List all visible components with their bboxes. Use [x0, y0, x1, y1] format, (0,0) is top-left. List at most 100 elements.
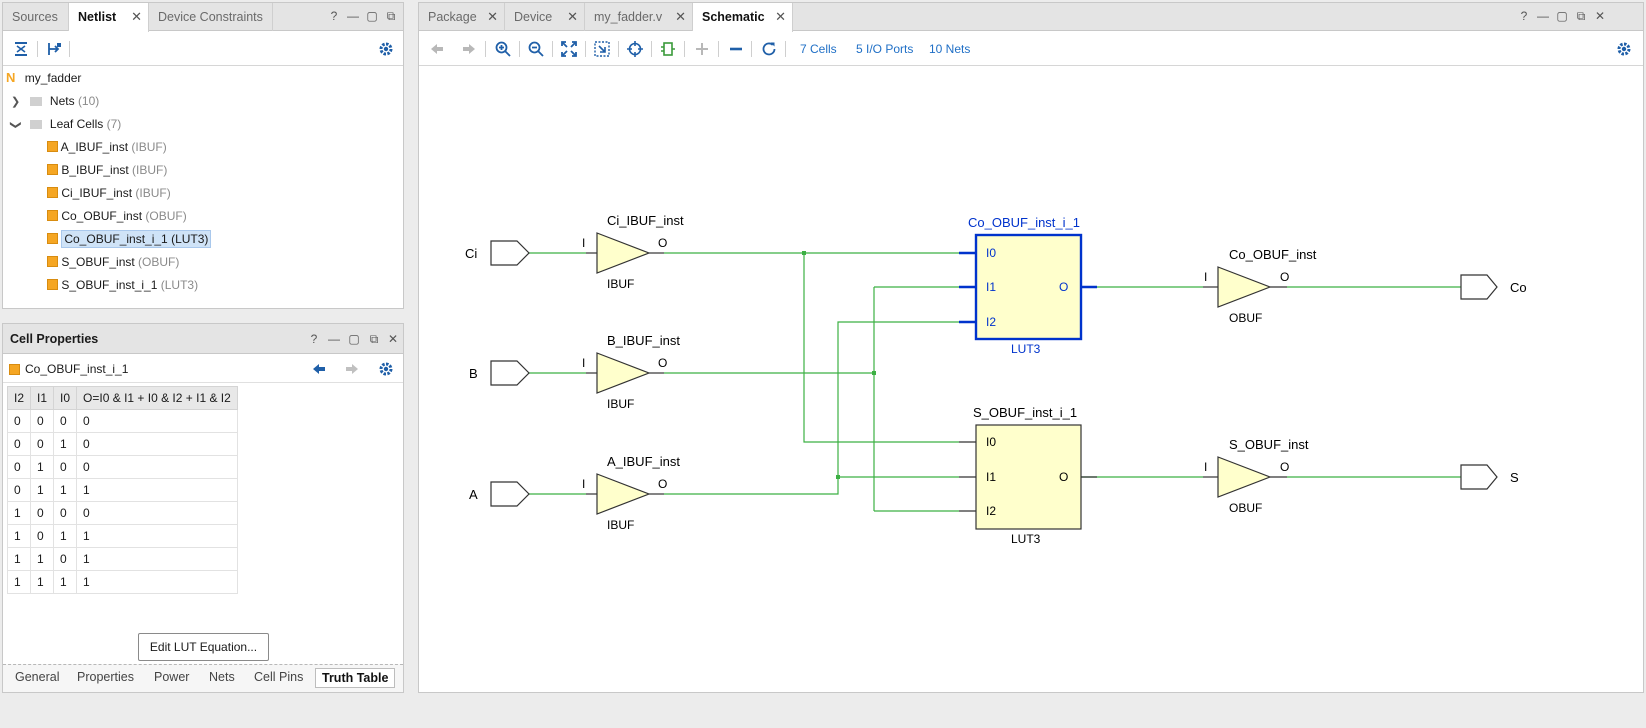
input-port-a[interactable]: A [469, 481, 530, 507]
minus-icon[interactable] [727, 40, 745, 58]
maximize-icon[interactable]: ▢ [348, 332, 360, 346]
expand-selection-icon[interactable] [45, 40, 63, 58]
column-header-i0[interactable]: I0 [53, 386, 78, 410]
pin-label: I [582, 477, 585, 491]
zoom-out-icon[interactable] [527, 40, 545, 58]
column-header-i2[interactable]: I2 [6, 386, 32, 410]
output-port-s[interactable]: S [1460, 464, 1519, 490]
forward-arrow-icon[interactable] [344, 361, 360, 377]
zoom-in-icon[interactable] [494, 40, 512, 58]
float-icon[interactable]: ⧉ [369, 332, 379, 346]
cells-count-link[interactable]: 7 Cells [800, 42, 837, 56]
tab-power[interactable]: Power [154, 670, 190, 684]
close-icon[interactable]: ✕ [387, 332, 399, 346]
close-icon[interactable]: ✕ [567, 9, 578, 24]
tab-netlist[interactable]: Netlist✕ [69, 3, 149, 32]
gear-icon[interactable] [377, 360, 395, 378]
minimize-icon[interactable]: — [347, 9, 359, 23]
input-port-b[interactable]: B [469, 360, 530, 386]
chevron-right-icon[interactable]: ❯ [11, 96, 21, 108]
tree-root[interactable]: N my_fadder [6, 67, 81, 89]
help-icon[interactable]: ? [310, 332, 318, 346]
tree-item-leaf-cells[interactable]: ❯ Leaf Cells (7) [10, 113, 122, 135]
zoom-area-icon[interactable] [593, 40, 611, 58]
table-cell: 1 [53, 524, 78, 548]
back-arrow-icon[interactable] [311, 361, 327, 377]
tree-item-cell[interactable]: S_OBUF_inst (OBUF) [47, 251, 179, 273]
minimize-icon[interactable]: — [328, 332, 340, 346]
crosshair-icon[interactable] [626, 40, 644, 58]
tree-item-cell[interactable]: Ci_IBUF_inst (IBUF) [47, 182, 171, 204]
float-icon[interactable]: ⧉ [1576, 9, 1586, 23]
back-arrow-icon[interactable] [428, 40, 446, 58]
tab-sources[interactable]: Sources [3, 3, 69, 31]
truth-table-header: I2 I1 I0 O=I0 & I1 + I0 & I2 + I1 & I2 [6, 386, 238, 410]
table-cell: 1 [30, 455, 55, 479]
zoom-fit-icon[interactable] [560, 40, 578, 58]
refresh-icon[interactable] [760, 40, 778, 58]
tab-cell-pins[interactable]: Cell Pins [254, 670, 304, 684]
close-icon[interactable]: ✕ [775, 9, 786, 24]
tab-package[interactable]: Package✕ [419, 3, 505, 31]
chevron-down-icon[interactable]: ❯ [9, 120, 22, 130]
schematic-canvas[interactable]: Ci B A Ci_IBUF_inst I O IBUF B_IBUF_inst… [419, 67, 1644, 693]
ibuf-ci[interactable]: Ci_IBUF_inst I O IBUF [582, 213, 684, 291]
maximize-icon[interactable]: ▢ [366, 9, 378, 23]
ibuf-a[interactable]: A_IBUF_inst I O IBUF [582, 454, 680, 532]
nets-count-link[interactable]: 10 Nets [929, 42, 971, 56]
ibuf-b[interactable]: B_IBUF_inst I O IBUF [582, 333, 680, 411]
gear-icon[interactable] [1615, 40, 1633, 58]
close-icon[interactable]: ✕ [675, 9, 686, 24]
output-port-co[interactable]: Co [1460, 274, 1527, 300]
tree-item-cell[interactable]: Co_OBUF_inst (OBUF) [47, 205, 187, 227]
cell-type: (IBUF) [132, 163, 168, 177]
lut3-s[interactable]: S_OBUF_inst_i_1 I0 I1 I2 O LUT3 [959, 405, 1097, 546]
input-port-ci[interactable]: Ci [465, 240, 530, 266]
close-icon[interactable]: ✕ [131, 9, 142, 24]
tab-truth-table[interactable]: Truth Table [315, 668, 396, 688]
obuf-s[interactable]: S_OBUF_inst I O OBUF [1203, 437, 1309, 515]
tab-device-constraints[interactable]: Device Constraints [149, 3, 273, 31]
column-header-i1[interactable]: I1 [30, 386, 55, 410]
net-wire[interactable] [664, 321, 959, 495]
float-icon[interactable]: ⧉ [386, 9, 396, 23]
io-ports-count-link[interactable]: 5 I/O Ports [856, 42, 914, 56]
help-icon[interactable]: ? [1520, 9, 1528, 23]
collapse-all-icon[interactable] [12, 40, 30, 58]
tab-schematic[interactable]: Schematic✕ [693, 3, 793, 32]
plus-icon[interactable] [693, 40, 711, 58]
tab-properties[interactable]: Properties [77, 670, 134, 684]
minimize-icon[interactable]: — [1537, 9, 1549, 23]
tab-nets[interactable]: Nets [209, 670, 235, 684]
forward-arrow-icon[interactable] [460, 40, 478, 58]
tab-source-file[interactable]: my_fadder.v✕ [585, 3, 693, 31]
close-icon[interactable]: ✕ [487, 9, 498, 24]
edit-lut-equation-button[interactable]: Edit LUT Equation... [138, 633, 269, 661]
column-header-equation[interactable]: O=I0 & I1 + I0 & I2 + I1 & I2 [76, 386, 238, 410]
cell-view-icon[interactable] [659, 40, 677, 58]
tab-general[interactable]: General [15, 670, 60, 684]
tab-device[interactable]: Device✕ [505, 3, 585, 31]
maximize-icon[interactable]: ▢ [1556, 9, 1568, 23]
close-icon[interactable]: ✕ [1594, 9, 1606, 23]
tree-item-cell[interactable]: S_OBUF_inst_i_1 (LUT3) [47, 274, 198, 296]
obuf-co[interactable]: Co_OBUF_inst I O OBUF [1203, 247, 1317, 325]
tree-item-cell[interactable]: B_IBUF_inst (IBUF) [47, 159, 167, 181]
net-wire[interactable] [803, 253, 959, 443]
cell-type: (IBUF) [135, 186, 171, 200]
gear-icon[interactable] [377, 40, 395, 58]
tree-item-cell-selected[interactable]: Co_OBUF_inst_i_1 (LUT3) [47, 228, 212, 250]
help-icon[interactable]: ? [330, 9, 338, 23]
tree-item-cell[interactable]: A_IBUF_inst (IBUF) [47, 136, 167, 158]
cell-type-label: IBUF [607, 397, 634, 411]
lut3-co-selected[interactable]: Co_OBUF_inst_i_1 I0 I1 I2 O LUT3 [959, 215, 1097, 356]
tree-item-nets[interactable]: ❯ Nets (10) [11, 90, 99, 112]
